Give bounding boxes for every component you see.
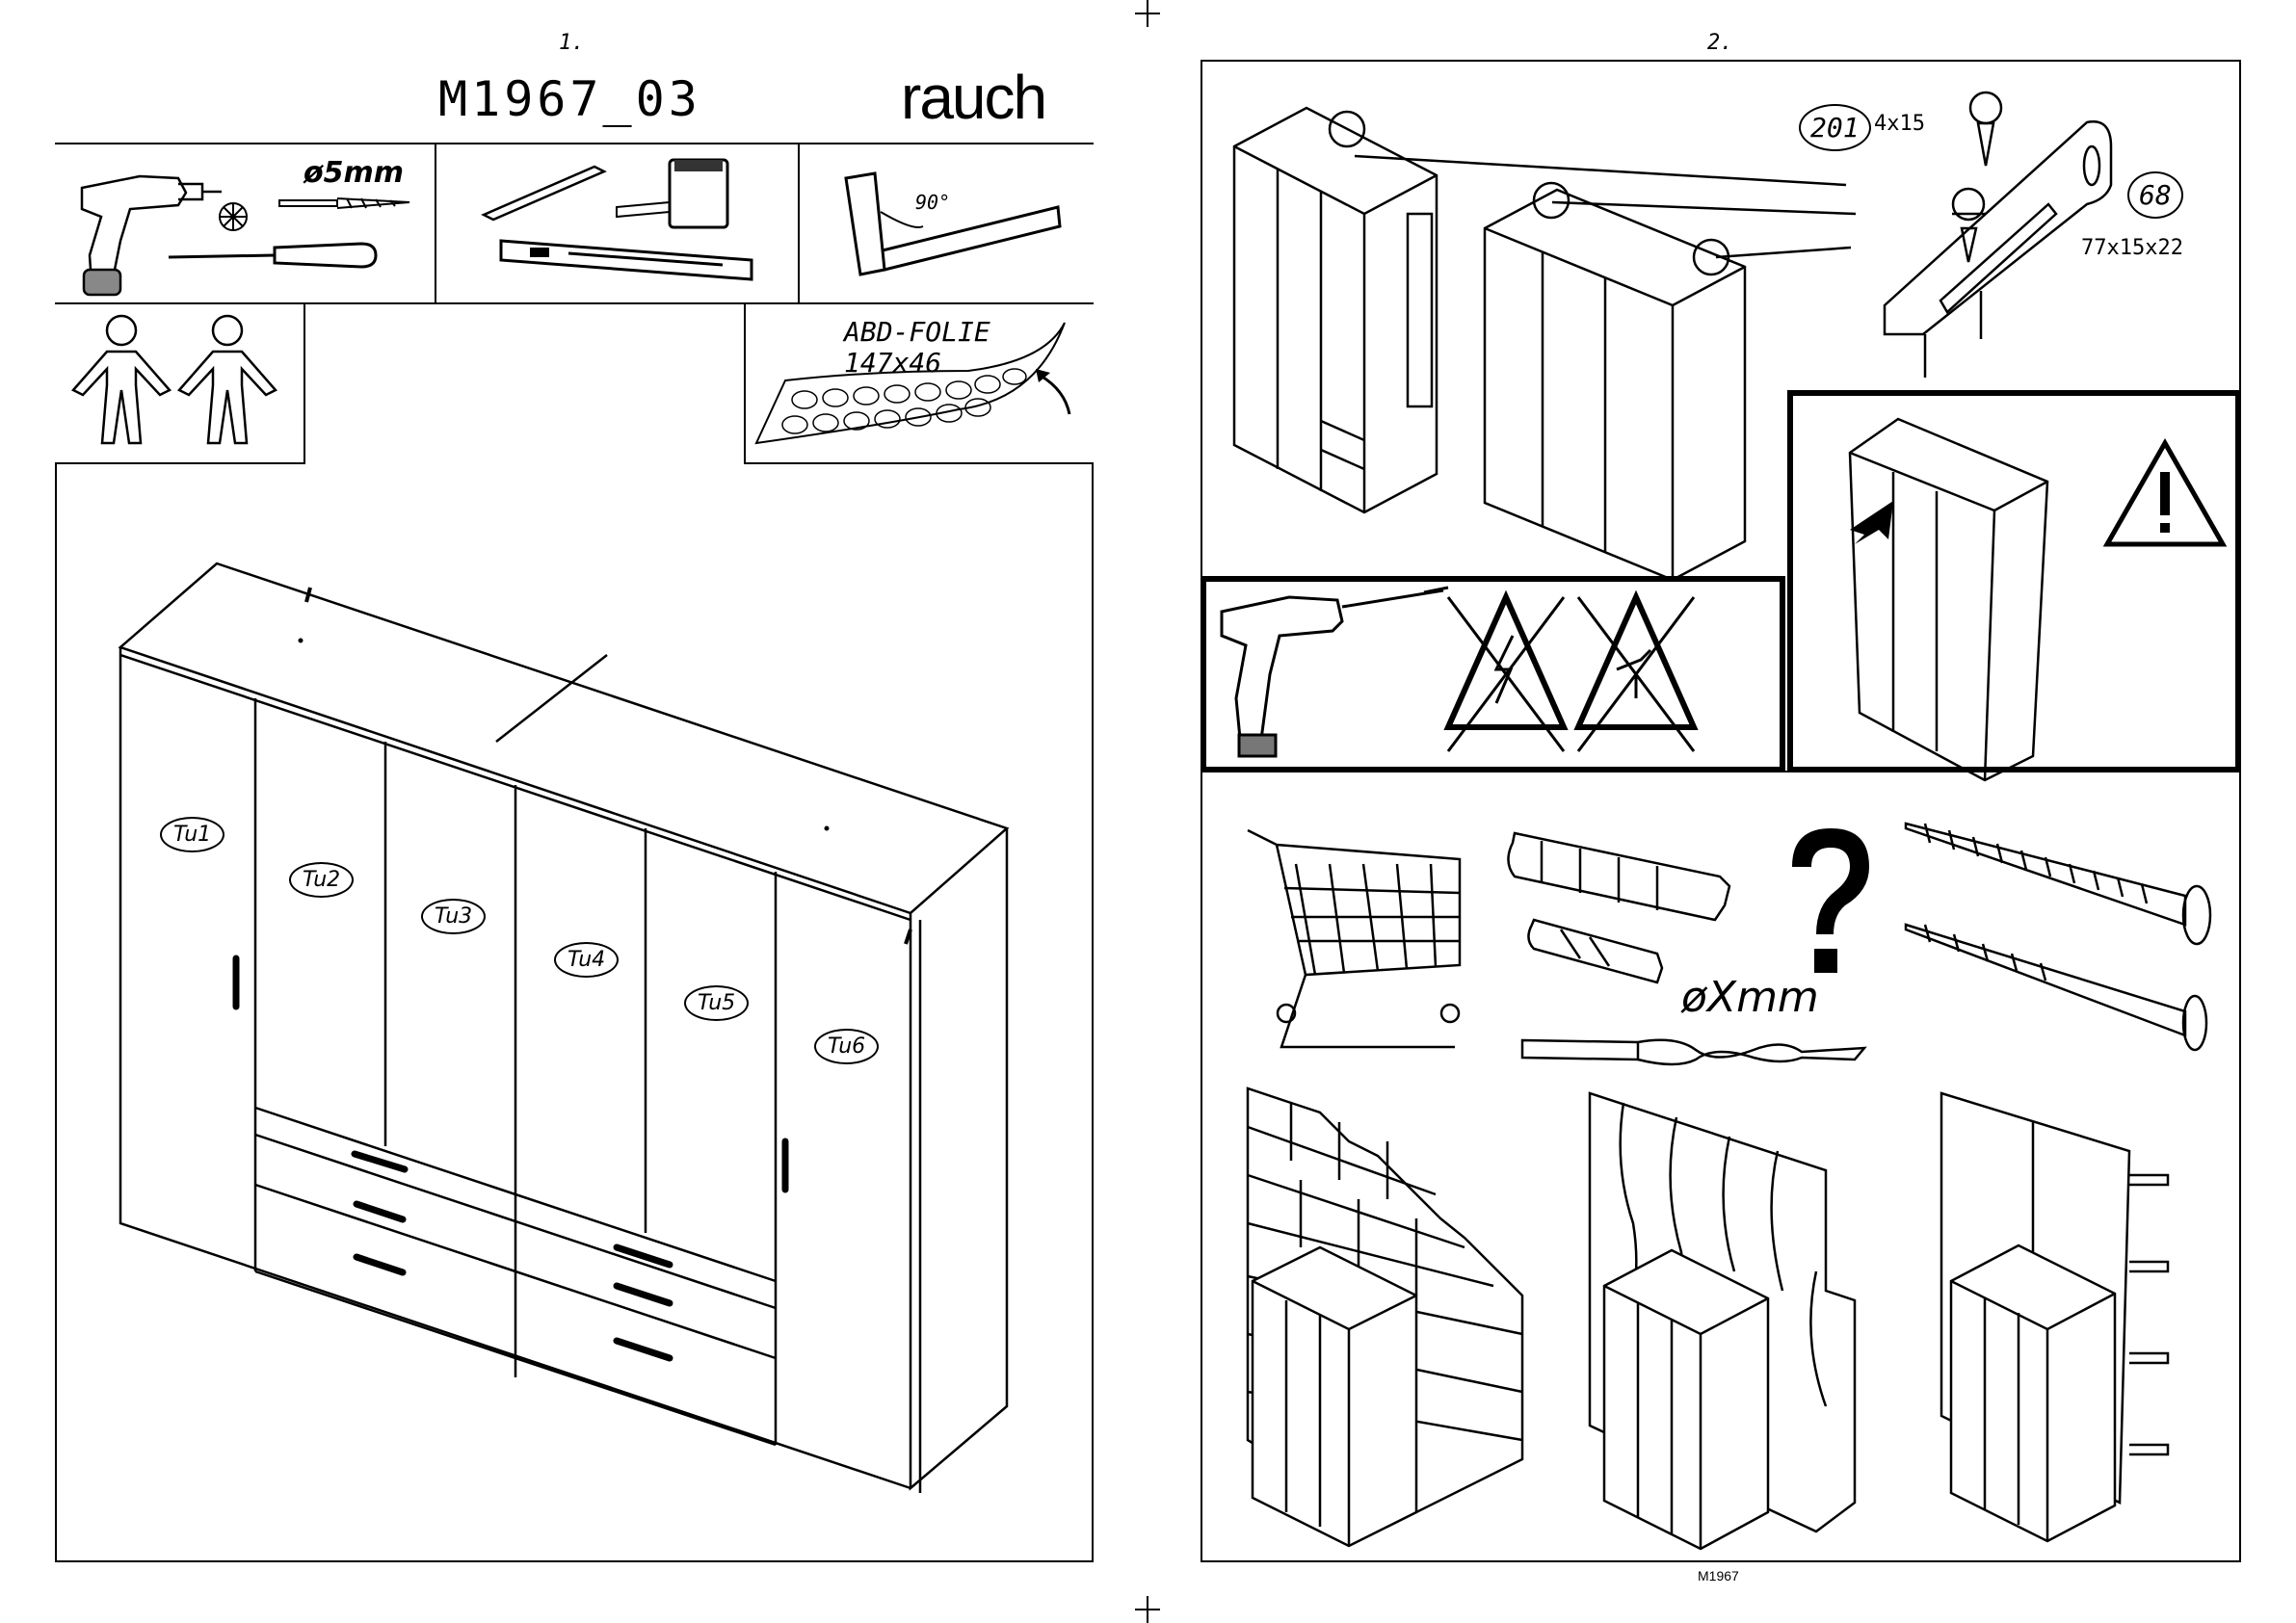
spirit-level-icon xyxy=(501,236,761,284)
warning-triangle-icon xyxy=(2102,438,2228,549)
bracket-size: 77x15x22 xyxy=(2081,236,2183,260)
right-page-number: 2. xyxy=(1707,31,1733,55)
drill-bit-label: ø5mm xyxy=(303,156,404,190)
footer-code: M1967 xyxy=(1698,1568,1739,1584)
bracket-id-badge: 68 xyxy=(2127,171,2183,219)
shopping-cart-icon xyxy=(1238,821,1469,1028)
drill-hazard-icons xyxy=(1212,583,1771,756)
two-persons-icon xyxy=(64,313,295,458)
gear-icon xyxy=(214,197,252,236)
try-square-icon xyxy=(846,173,1077,279)
long-screws-icon xyxy=(1906,819,2233,1040)
door-label-2: Tu2 xyxy=(289,862,354,898)
angle-label: 90° xyxy=(915,191,950,214)
brick-wall-wardrobe xyxy=(1243,1084,1532,1527)
pencil-icon xyxy=(484,162,609,220)
door-label-1: Tu1 xyxy=(160,817,224,852)
screw-id-badge: 201 xyxy=(1799,104,1871,151)
tape-measure-icon xyxy=(617,154,742,231)
question-mark-icon xyxy=(1778,824,1884,987)
drill-bit-icon xyxy=(279,193,414,212)
drill-diameter-label: øXmm xyxy=(1681,973,1819,1022)
wall-plug-icon xyxy=(1503,824,1763,997)
wardrobe-drawing xyxy=(106,549,1069,1512)
screwdriver-icon xyxy=(169,236,381,275)
door-label-5: Tu5 xyxy=(684,985,749,1021)
foil-sheet-icon xyxy=(756,323,1074,429)
left-page-number: 1. xyxy=(559,31,585,55)
drill-icon xyxy=(72,149,226,303)
screw-size: 4x15 xyxy=(1874,112,1925,136)
door-label-4: Tu4 xyxy=(554,942,619,978)
door-label-3: Tu3 xyxy=(421,899,486,934)
wood-wall-wardrobe xyxy=(1585,1088,1874,1531)
door-label-6: Tu6 xyxy=(814,1029,879,1064)
panel-divider xyxy=(1201,771,2241,772)
brand-logo: rauch xyxy=(901,62,1045,133)
tipping-wardrobe-icon xyxy=(1840,405,2062,742)
model-title: M1967_03 xyxy=(438,71,701,127)
masonry-drill-bit-icon xyxy=(1522,1031,1869,1069)
stud-wall-wardrobe xyxy=(1937,1088,2206,1531)
